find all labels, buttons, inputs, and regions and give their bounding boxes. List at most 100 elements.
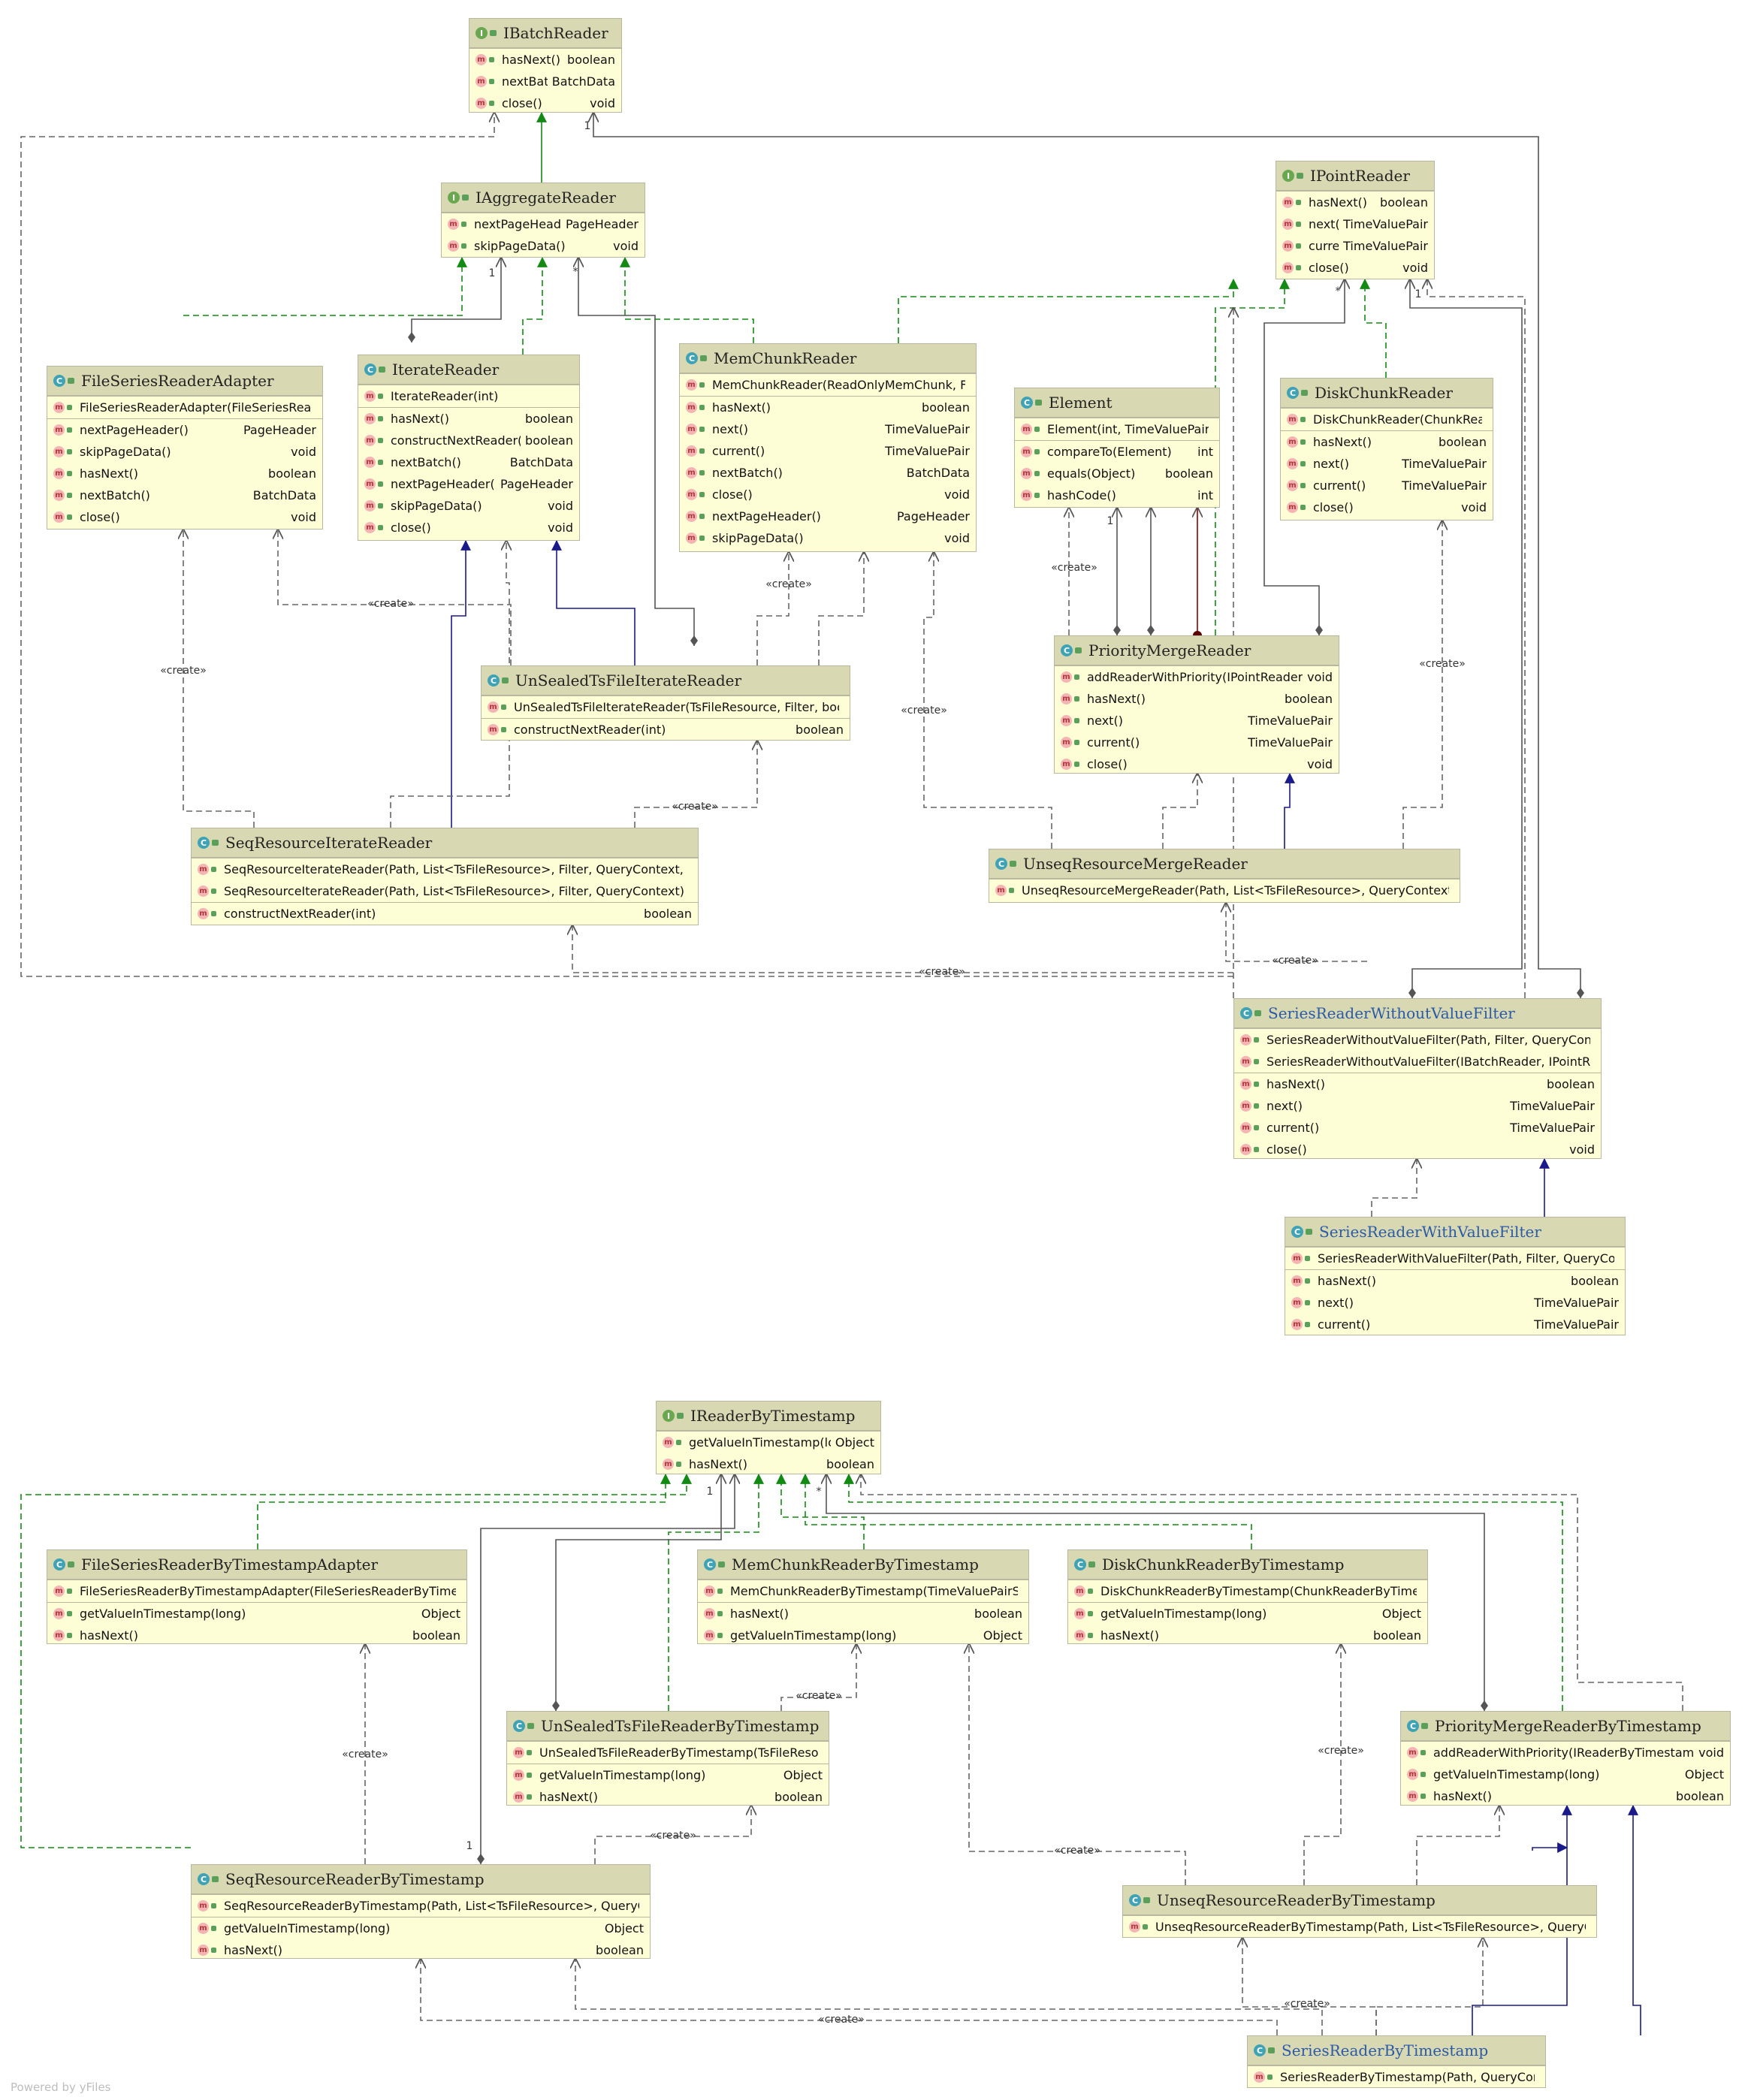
class-iaggregate-reader[interactable]: IIAggregateReadermnextPageHeader()PageHe… <box>441 183 645 258</box>
class-ipoint-reader[interactable]: IIPointReadermhasNext()booleanmnext()Tim… <box>1276 161 1435 279</box>
class-ibatch-reader[interactable]: IIBatchReadermhasNext()booleanmnextBatch… <box>469 18 622 113</box>
